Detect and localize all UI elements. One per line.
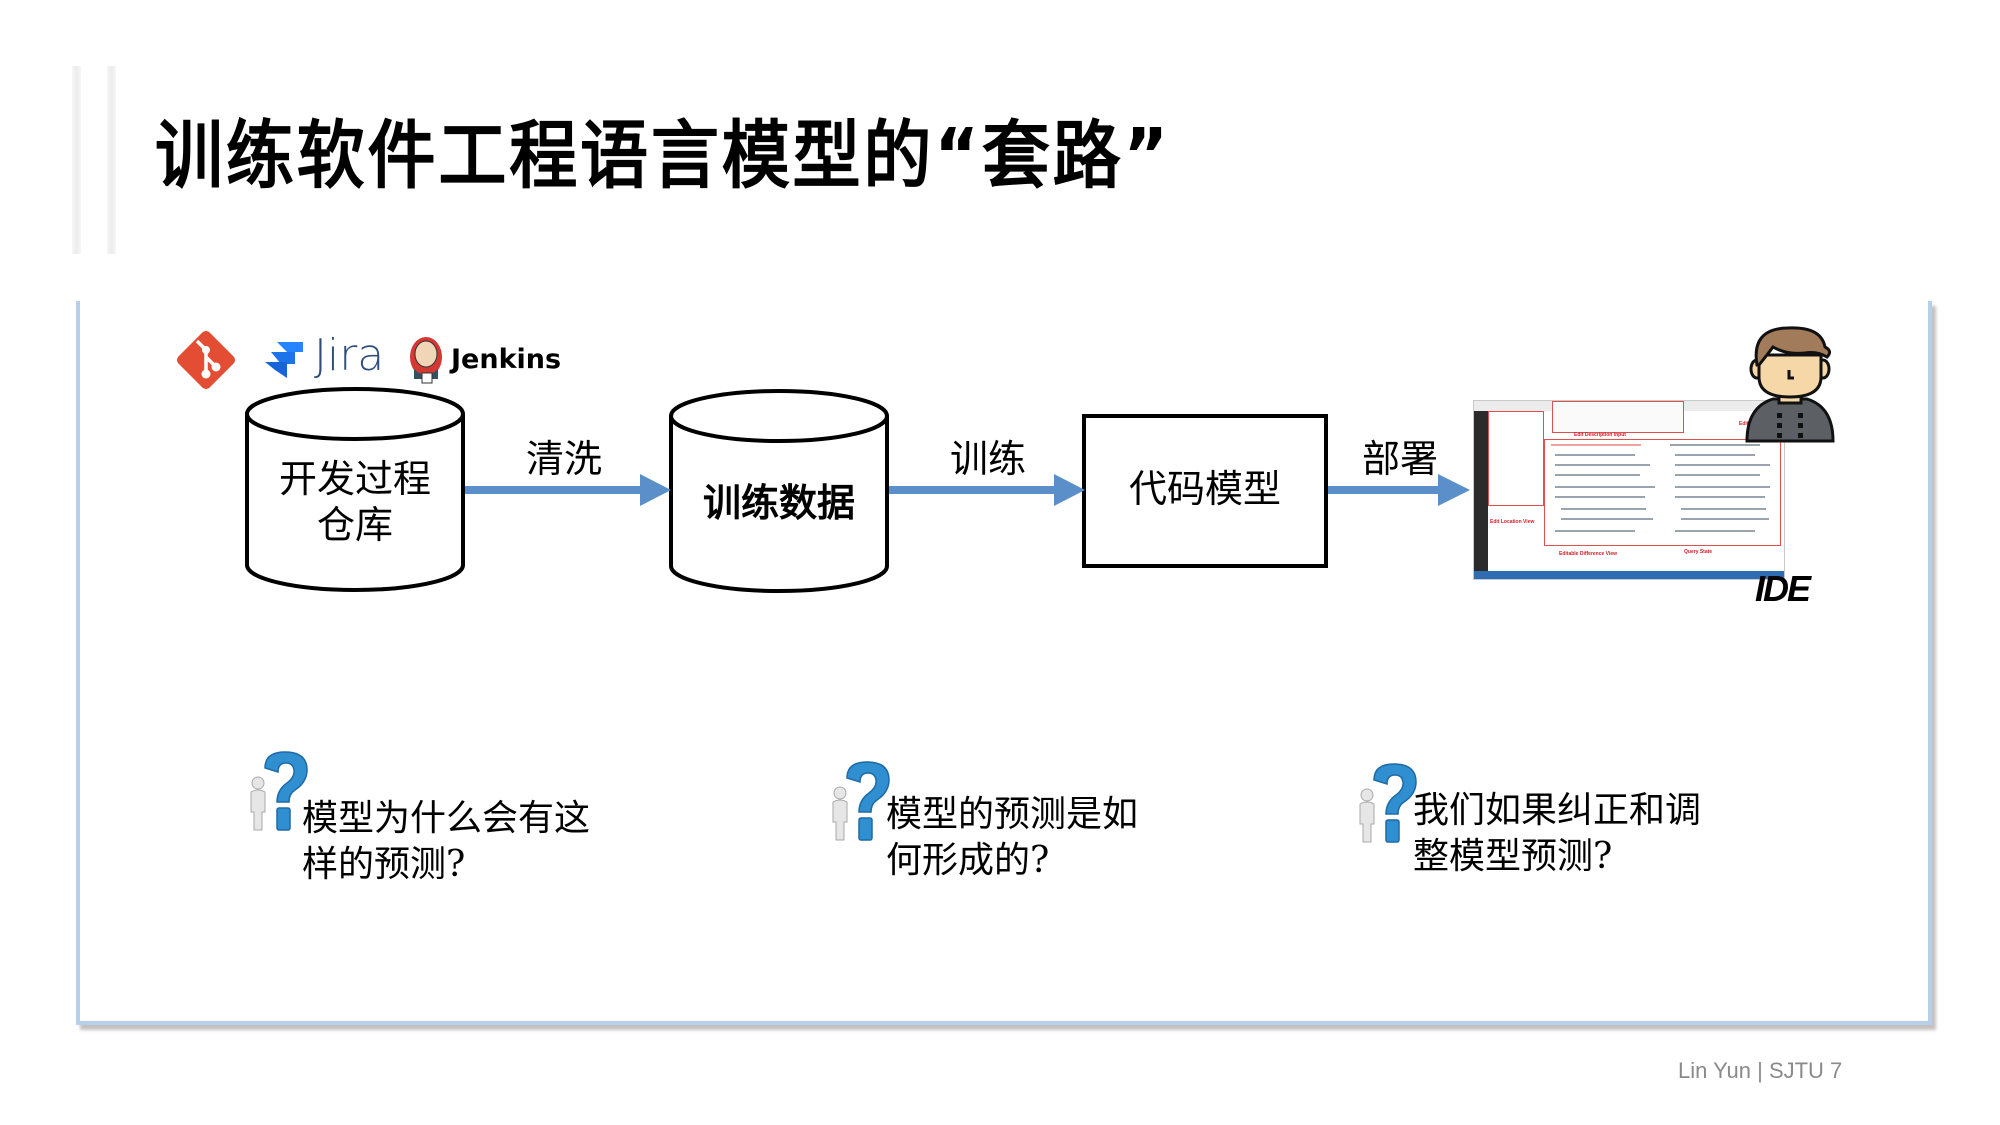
node-data-label: 训练数据 [702, 481, 855, 525]
ide-annotation: Edit Location View [1490, 519, 1535, 525]
ide-edit-description-input [1552, 401, 1684, 433]
question-text-line: 何形成的? [886, 840, 1050, 881]
jenkins-logo-icon [410, 337, 442, 384]
decorative-bar [107, 66, 116, 254]
question-mark-person-icon [832, 761, 890, 841]
ide-annotation: Editable Difference View [1559, 551, 1617, 557]
ide-editable-difference-view [1544, 439, 1781, 546]
ide-label: IDE [1755, 568, 1811, 609]
node-model-box [1082, 414, 1328, 568]
slide-title: 训练软件工程语言模型的“套路” [155, 113, 1171, 199]
edge-label-clean: 清洗 [526, 437, 603, 481]
node-repo-label-line: 开发过程 [278, 457, 431, 501]
jira-logo-icon [265, 342, 303, 378]
edge-label-train: 训练 [950, 437, 1027, 481]
slide-footer: Lin Yun | SJTU 7 [1678, 1058, 1843, 1083]
question-text-line: 整模型预测? [1413, 836, 1613, 877]
question-text: 模型为什么会有这 样的预测? [302, 796, 590, 888]
question-text-line: 我们如果纠正和调 [1413, 790, 1702, 831]
edge-arrow-data-model [889, 474, 1085, 506]
question-text-line: 模型为什么会有这 [302, 798, 591, 839]
edge-arrow-model-ide [1328, 474, 1470, 506]
ide-annotation: Query State [1684, 549, 1713, 555]
question-mark-person-icon [1359, 763, 1417, 843]
jira-logo-text: Jira [314, 330, 385, 381]
ide-edit-location-view [1488, 411, 1544, 506]
question-text-line: 样的预测? [302, 844, 466, 885]
ide-annotation: Edit Description Input [1574, 432, 1626, 438]
node-model-label: 代码模型 [1128, 467, 1281, 511]
ide-screenshot: Edit Description Input Edit Op... Button… [1473, 400, 1785, 580]
decorative-bar [72, 66, 81, 254]
node-repo-label: 开发过程 仓库 [247, 456, 463, 548]
node-repo-cylinder [245, 387, 465, 592]
question-text-line: 模型的预测是如 [886, 794, 1139, 835]
edge-arrow-repo-data [465, 474, 671, 506]
question-text: 模型的预测是如 何形成的? [886, 792, 1138, 884]
question-text: 我们如果纠正和调 整模型预测? [1413, 788, 1701, 880]
node-repo-label-line: 仓库 [316, 503, 393, 547]
edge-label-deploy: 部署 [1362, 437, 1439, 481]
developer-avatar-icon [1745, 326, 1835, 443]
node-data-cylinder [669, 389, 889, 593]
git-logo-icon [176, 330, 236, 390]
question-mark-person-icon [250, 751, 308, 831]
ide-statusbar [1474, 571, 1784, 579]
jenkins-logo-text: Jenkins [451, 344, 562, 375]
ide-activity-bar [1474, 411, 1488, 571]
